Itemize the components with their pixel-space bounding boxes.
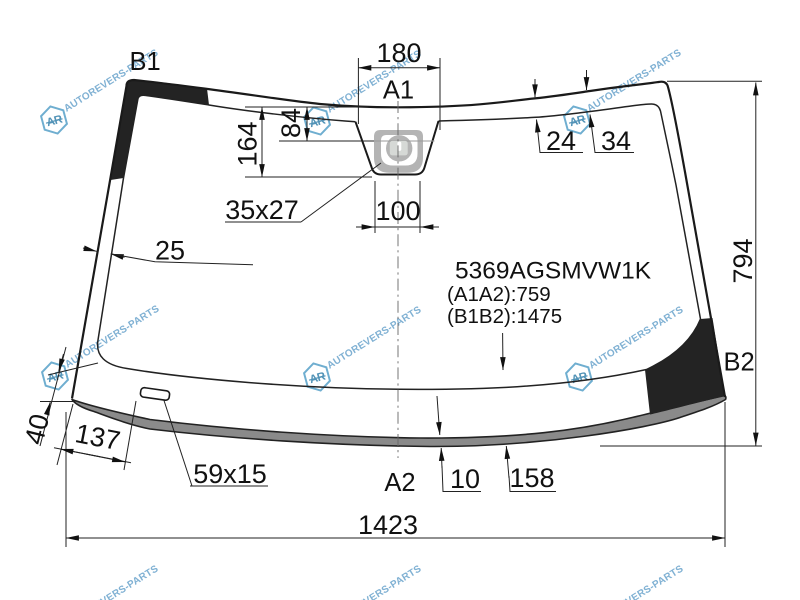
svg-text:AR: AR bbox=[46, 369, 65, 385]
svg-text:24: 24 bbox=[546, 126, 576, 156]
svg-text:25: 25 bbox=[155, 236, 185, 266]
svg-text:1423: 1423 bbox=[358, 510, 418, 540]
svg-text:59x15: 59x15 bbox=[193, 459, 267, 489]
svg-text:164: 164 bbox=[233, 121, 263, 166]
svg-text:A2: A2 bbox=[384, 469, 415, 497]
svg-text:794: 794 bbox=[728, 238, 758, 283]
svg-text:180: 180 bbox=[376, 38, 421, 68]
svg-text:(B1B2):1475: (B1B2):1475 bbox=[447, 305, 562, 328]
svg-text:34: 34 bbox=[601, 126, 631, 156]
svg-text:(A1A2):759: (A1A2):759 bbox=[447, 283, 551, 306]
svg-text:84: 84 bbox=[276, 108, 306, 138]
svg-text:40: 40 bbox=[19, 411, 55, 447]
svg-text:158: 158 bbox=[509, 463, 554, 493]
svg-text:35x27: 35x27 bbox=[225, 195, 299, 225]
svg-text:100: 100 bbox=[375, 196, 420, 226]
svg-text:10: 10 bbox=[450, 464, 480, 494]
svg-text:AR: AR bbox=[308, 370, 327, 386]
svg-text:AR: AR bbox=[568, 113, 587, 129]
svg-text:B2: B2 bbox=[724, 349, 755, 377]
svg-text:5369AGSMVW1K: 5369AGSMVW1K bbox=[455, 258, 652, 285]
svg-text:AR: AR bbox=[45, 113, 64, 129]
svg-text:A1: A1 bbox=[383, 77, 414, 105]
svg-text:B1: B1 bbox=[130, 48, 161, 76]
svg-text:AR: AR bbox=[570, 370, 589, 386]
